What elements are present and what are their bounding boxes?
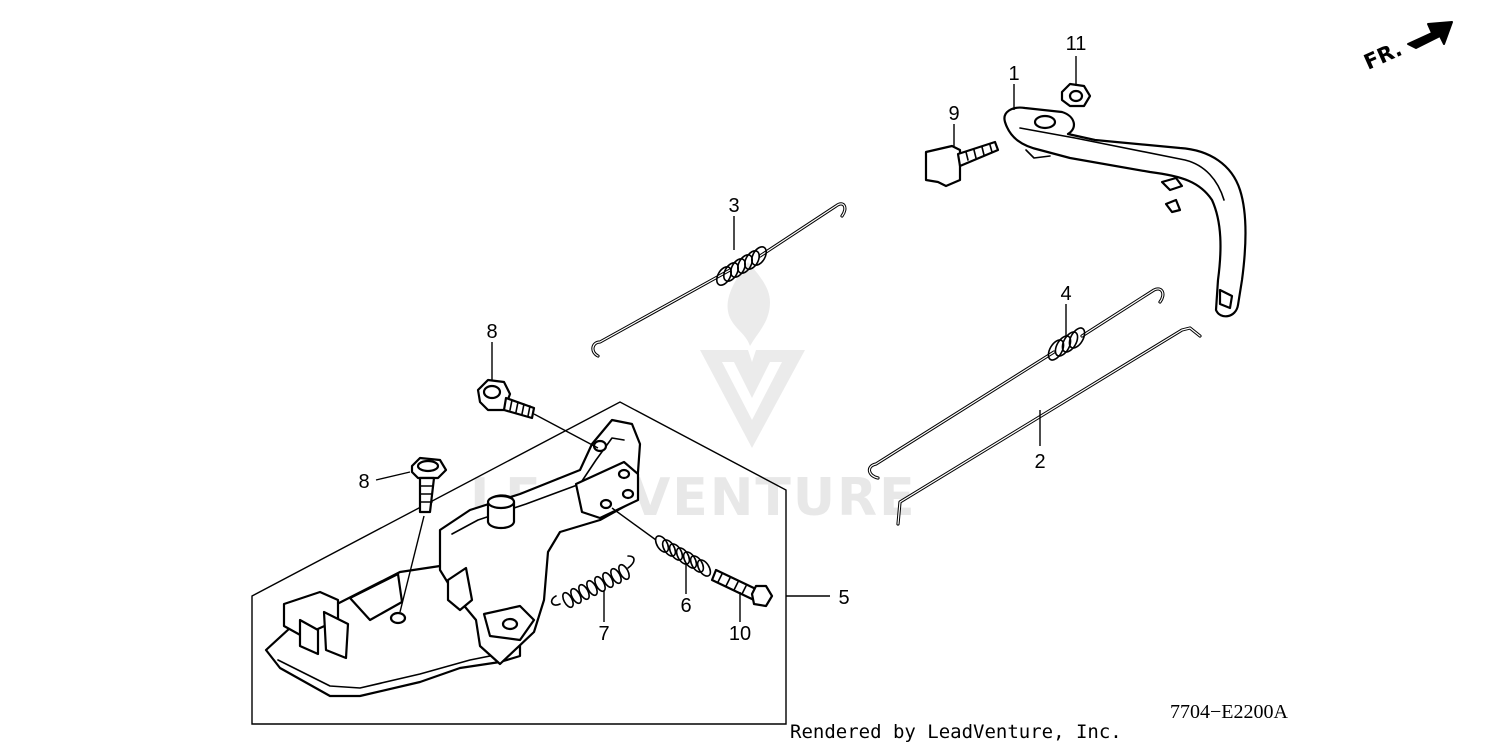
callout-6: 6 (680, 595, 691, 617)
part-7-spring (550, 555, 635, 609)
front-arrow-icon (1407, 21, 1453, 49)
part-2-rod (896, 326, 1202, 526)
part-1-control-lever (1003, 106, 1247, 318)
callout-8-upper: 8 (486, 321, 497, 343)
callout-labels: 11 1 9 3 4 2 8 8 5 6 7 10 (358, 33, 1086, 645)
callout-3: 3 (728, 195, 739, 217)
part-8-bolt-upper (476, 378, 599, 449)
callout-leaders (375, 56, 1077, 622)
direction-label: FR. (1360, 37, 1405, 75)
callout-8-lower: 8 (358, 471, 369, 493)
callout-2: 2 (1034, 451, 1045, 473)
part-5-assembly-frame (251, 401, 830, 725)
leadventure-logo-icon (700, 262, 805, 448)
part-6-spring (611, 507, 712, 577)
part-8-bolt-lower (399, 456, 448, 613)
callout-11: 11 (1066, 33, 1087, 55)
part-3-spring (591, 202, 847, 358)
callout-9: 9 (948, 103, 959, 125)
part-5-bracket (438, 418, 642, 666)
callout-7: 7 (598, 623, 609, 645)
part-10-screw (710, 568, 774, 608)
callout-1: 1 (1008, 63, 1019, 85)
callout-10: 10 (729, 623, 751, 645)
diagram-code: 7704−E2200A (1170, 701, 1288, 723)
direction-indicator: FR. (1360, 21, 1453, 75)
callout-4: 4 (1060, 283, 1071, 305)
part-4-spring (867, 287, 1165, 480)
callout-5: 5 (838, 587, 849, 609)
part-11-nut (1060, 82, 1092, 108)
part-9-screw (924, 140, 1000, 188)
render-credit: Rendered by LeadVenture, Inc. (790, 721, 1122, 743)
